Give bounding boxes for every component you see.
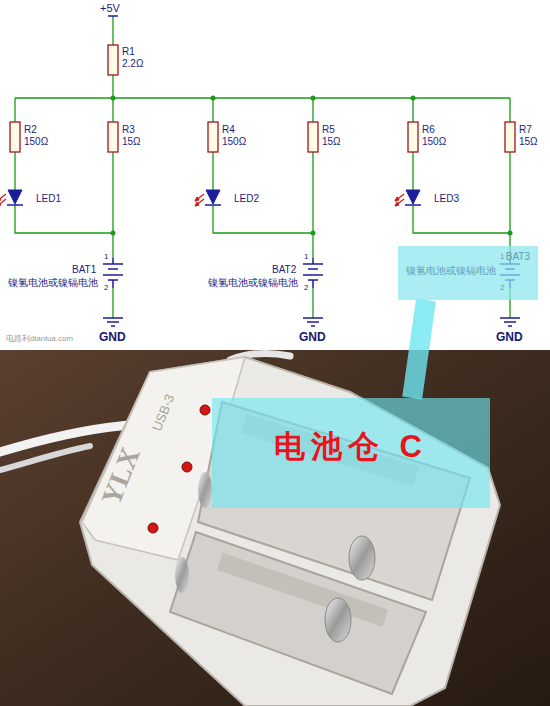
schematic-label: LED2 [234, 193, 259, 204]
schematic-label: GND [299, 331, 326, 344]
schematic-label: 150Ω [222, 136, 246, 147]
schematic-label: 2 [104, 284, 108, 293]
schematic-label: 15Ω [322, 136, 341, 147]
schematic-label: R1 [122, 46, 135, 57]
schematic-label: BAT2 [272, 264, 296, 275]
schematic-label: LED1 [36, 193, 61, 204]
power-port [108, 15, 118, 17]
schematic-label: R4 [222, 124, 235, 135]
callout-band [412, 300, 426, 398]
schematic-label: R3 [122, 124, 135, 135]
schematic-label: 镍氢电池或镍镉电池 [8, 277, 98, 288]
battery-contact [325, 598, 351, 642]
usb-cable [0, 446, 90, 470]
charger-body [80, 357, 500, 706]
schematic-label: 镍氢电池或镍镉电池 [208, 277, 298, 288]
battery-contact [349, 536, 375, 580]
indicator-led [182, 462, 192, 472]
schematic-label: 15Ω [519, 136, 538, 147]
schematic-label: LED3 [434, 193, 459, 204]
schematic-label: GND [99, 331, 126, 344]
battery-slot [170, 532, 426, 694]
schematic-label: 2.2Ω [122, 58, 143, 69]
junction-dots [111, 96, 513, 236]
schematic-label: 1 [500, 253, 504, 262]
indicator-led [148, 523, 158, 533]
ground-symbols [103, 318, 520, 326]
callout-box: 电池仓 C [212, 398, 490, 508]
highlight-box: BAT3镍氢电池或镍镉电池 [398, 246, 538, 300]
battery-contact [175, 557, 189, 593]
schematic-label: 2 [500, 284, 504, 293]
schematic-label: 15Ω [122, 136, 141, 147]
part-label: BAT3 [406, 250, 530, 264]
schematic-label: 150Ω [24, 136, 48, 147]
schematic-label: GND [496, 331, 523, 344]
schematic-label: 1 [304, 253, 308, 262]
battery-contact [198, 472, 212, 508]
schematic-label: +5V [100, 2, 120, 14]
schematic-label: BAT1 [72, 264, 96, 275]
schematic-label: 150Ω [422, 136, 446, 147]
part-label: 镍氢电池或镍镉电池 [406, 264, 530, 278]
schematic-label: R7 [519, 124, 532, 135]
led-symbols [0, 190, 421, 206]
callout-text: 电池仓 C [224, 428, 478, 465]
schematic-label: R2 [24, 124, 37, 135]
resistor-symbols [10, 45, 515, 152]
schematic-label: 2 [304, 284, 308, 293]
schematic-label: 1 [104, 253, 108, 262]
table-photo [0, 350, 550, 706]
schematic-label: R6 [422, 124, 435, 135]
indicator-led [200, 405, 210, 415]
schematic-label: R5 [322, 124, 335, 135]
watermark: 电路利dianlua.com [6, 335, 73, 344]
